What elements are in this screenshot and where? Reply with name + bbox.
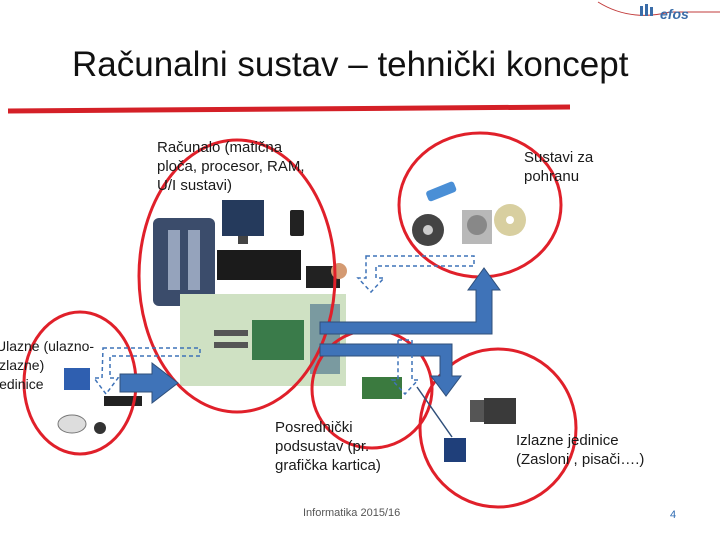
computer-label-line: ploča, procesor, RAM, (157, 158, 305, 175)
logo-bar (645, 4, 648, 16)
keyboard-image (104, 396, 142, 406)
server-detail (168, 230, 180, 290)
computer-to-output-arrow (319, 343, 462, 397)
intermediary-label-line: Posrednički (275, 419, 353, 436)
intermediary-label-line: podsustav (pr. (275, 438, 370, 455)
io-label: Ulazne (ulazno- izlazne) jedinice (0, 337, 94, 394)
output-images (444, 398, 516, 462)
connector-line (416, 386, 453, 438)
io-images (57, 368, 142, 434)
monitor-stand (238, 236, 248, 244)
phone-image (290, 210, 304, 236)
io-label-line: jedinice (0, 376, 44, 392)
computer-to-storage-arrow (319, 267, 501, 335)
motherboard-slot (214, 342, 248, 348)
server-tower-image (153, 218, 215, 306)
joystick-image (94, 422, 106, 434)
server-detail (188, 230, 200, 290)
computer-images (153, 200, 347, 306)
headset-image (57, 414, 87, 434)
computer-circle (137, 138, 337, 414)
page-number: 4 (670, 509, 677, 521)
computer-label-line: U/I sustavi) (157, 177, 233, 194)
screen-image (444, 438, 466, 462)
output-label-line: Izlazne jedinice (516, 432, 619, 449)
motherboard-chip (252, 320, 304, 360)
3d-printer-image (484, 398, 516, 424)
logo-bar (650, 7, 653, 16)
desktop-case-image (217, 250, 301, 280)
logo-swoosh (597, 1, 720, 16)
logo-text: efos (660, 6, 689, 22)
io-to-computer-arrow (119, 361, 179, 405)
computer-label: Računalo (matična ploča, procesor, RAM, … (157, 138, 305, 195)
footer-text: Informatika 2015/16 (303, 507, 401, 519)
motherboard-image (180, 294, 346, 386)
output-label-line: (Zasloni , pisači….) (516, 451, 645, 468)
monitor-image (222, 200, 264, 236)
storage-label: Sustavi za pohranu (524, 148, 593, 186)
io-label-line: Ulazne (ulazno- (0, 338, 95, 354)
logo-graphic (597, 1, 720, 16)
input-dashed-arrow (92, 347, 201, 396)
logo-bar (640, 6, 643, 16)
tablet-image (64, 368, 90, 390)
output-circle (418, 347, 578, 509)
slide-title: Računalni sustav – tehnički koncept (72, 45, 629, 84)
graphics-card-image (362, 377, 402, 399)
title-underline (7, 104, 571, 114)
computer-label-line: Računalo (matična (157, 139, 283, 156)
intermediary-label-line: grafička kartica) (275, 457, 381, 474)
storage-label-line: pohranu (524, 168, 580, 185)
output-label: Izlazne jedinice (Zasloni , pisači….) (516, 431, 644, 469)
usb-drive-image (426, 181, 457, 202)
storage-label-line: Sustavi za (524, 149, 594, 166)
intermediary-label: Posrednički podsustav (pr. grafička kart… (275, 418, 381, 475)
io-label-line: izlazne) (0, 357, 45, 373)
storage-dashed-arrow (356, 255, 475, 294)
motherboard-slot (214, 330, 248, 336)
storage-images (412, 181, 526, 246)
